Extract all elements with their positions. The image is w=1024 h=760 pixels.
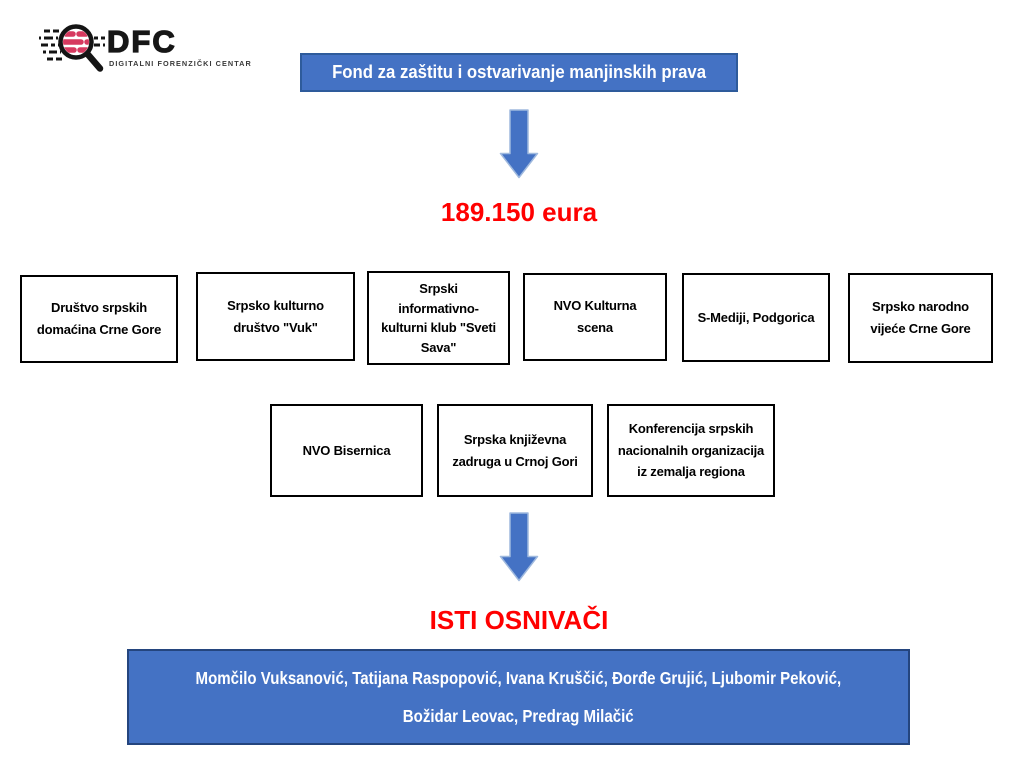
org-box-srpsko-narodno-vijece: Srpsko narodno vijeće Crne Gore [848,273,993,363]
org-box-skd-vuk: Srpsko kulturno društvo "Vuk" [196,272,355,361]
founders-box: Momčilo Vuksanović, Tatijana Raspopović,… [127,649,910,745]
amount-label: 189.150 eura [440,197,598,227]
org-box-konferencija: Konferencija srpskih nacionalnih organiz… [607,404,775,497]
org-box-sveti-sava: Srpski informativno- kulturni klub "Svet… [367,271,510,365]
org-box-nvo-bisernica: NVO Bisernica [270,404,423,497]
fund-title-banner: Fond za zaštitu i ostvarivanje manjinski… [300,53,738,92]
down-arrow-icon [499,109,539,179]
magnifier-with-red-stripes-icon [39,24,107,72]
founders-line-1: Momčilo Vuksanović, Tatijana Raspopović,… [195,667,842,688]
org-box-s-mediji: S-Mediji, Podgorica [682,273,830,362]
fund-title-text: Fond za zaštitu i ostvarivanje manjinski… [332,62,706,82]
org-box-nvo-kulturna-scena: NVO Kulturna scena [523,273,667,361]
dfc-logo: DFC DIGITALNI FORENZIČKI CENTAR [36,12,251,92]
org-box-drustvo-srpskih-domacina: Društvo srpskih domaćina Crne Gore [20,275,178,363]
down-arrow-icon [499,512,539,582]
org-box-srpska-knjizevna-zadruga: Srpska književna zadruga u Crnoj Gori [437,404,593,497]
founders-line-2: Božidar Leovac, Predrag Milačić [403,705,634,726]
founders-heading: ISTI OSNIVAČI [429,605,609,635]
logo-tagline: DIGITALNI FORENZIČKI CENTAR [109,59,252,68]
logo-brand-text: DFC [106,23,177,59]
